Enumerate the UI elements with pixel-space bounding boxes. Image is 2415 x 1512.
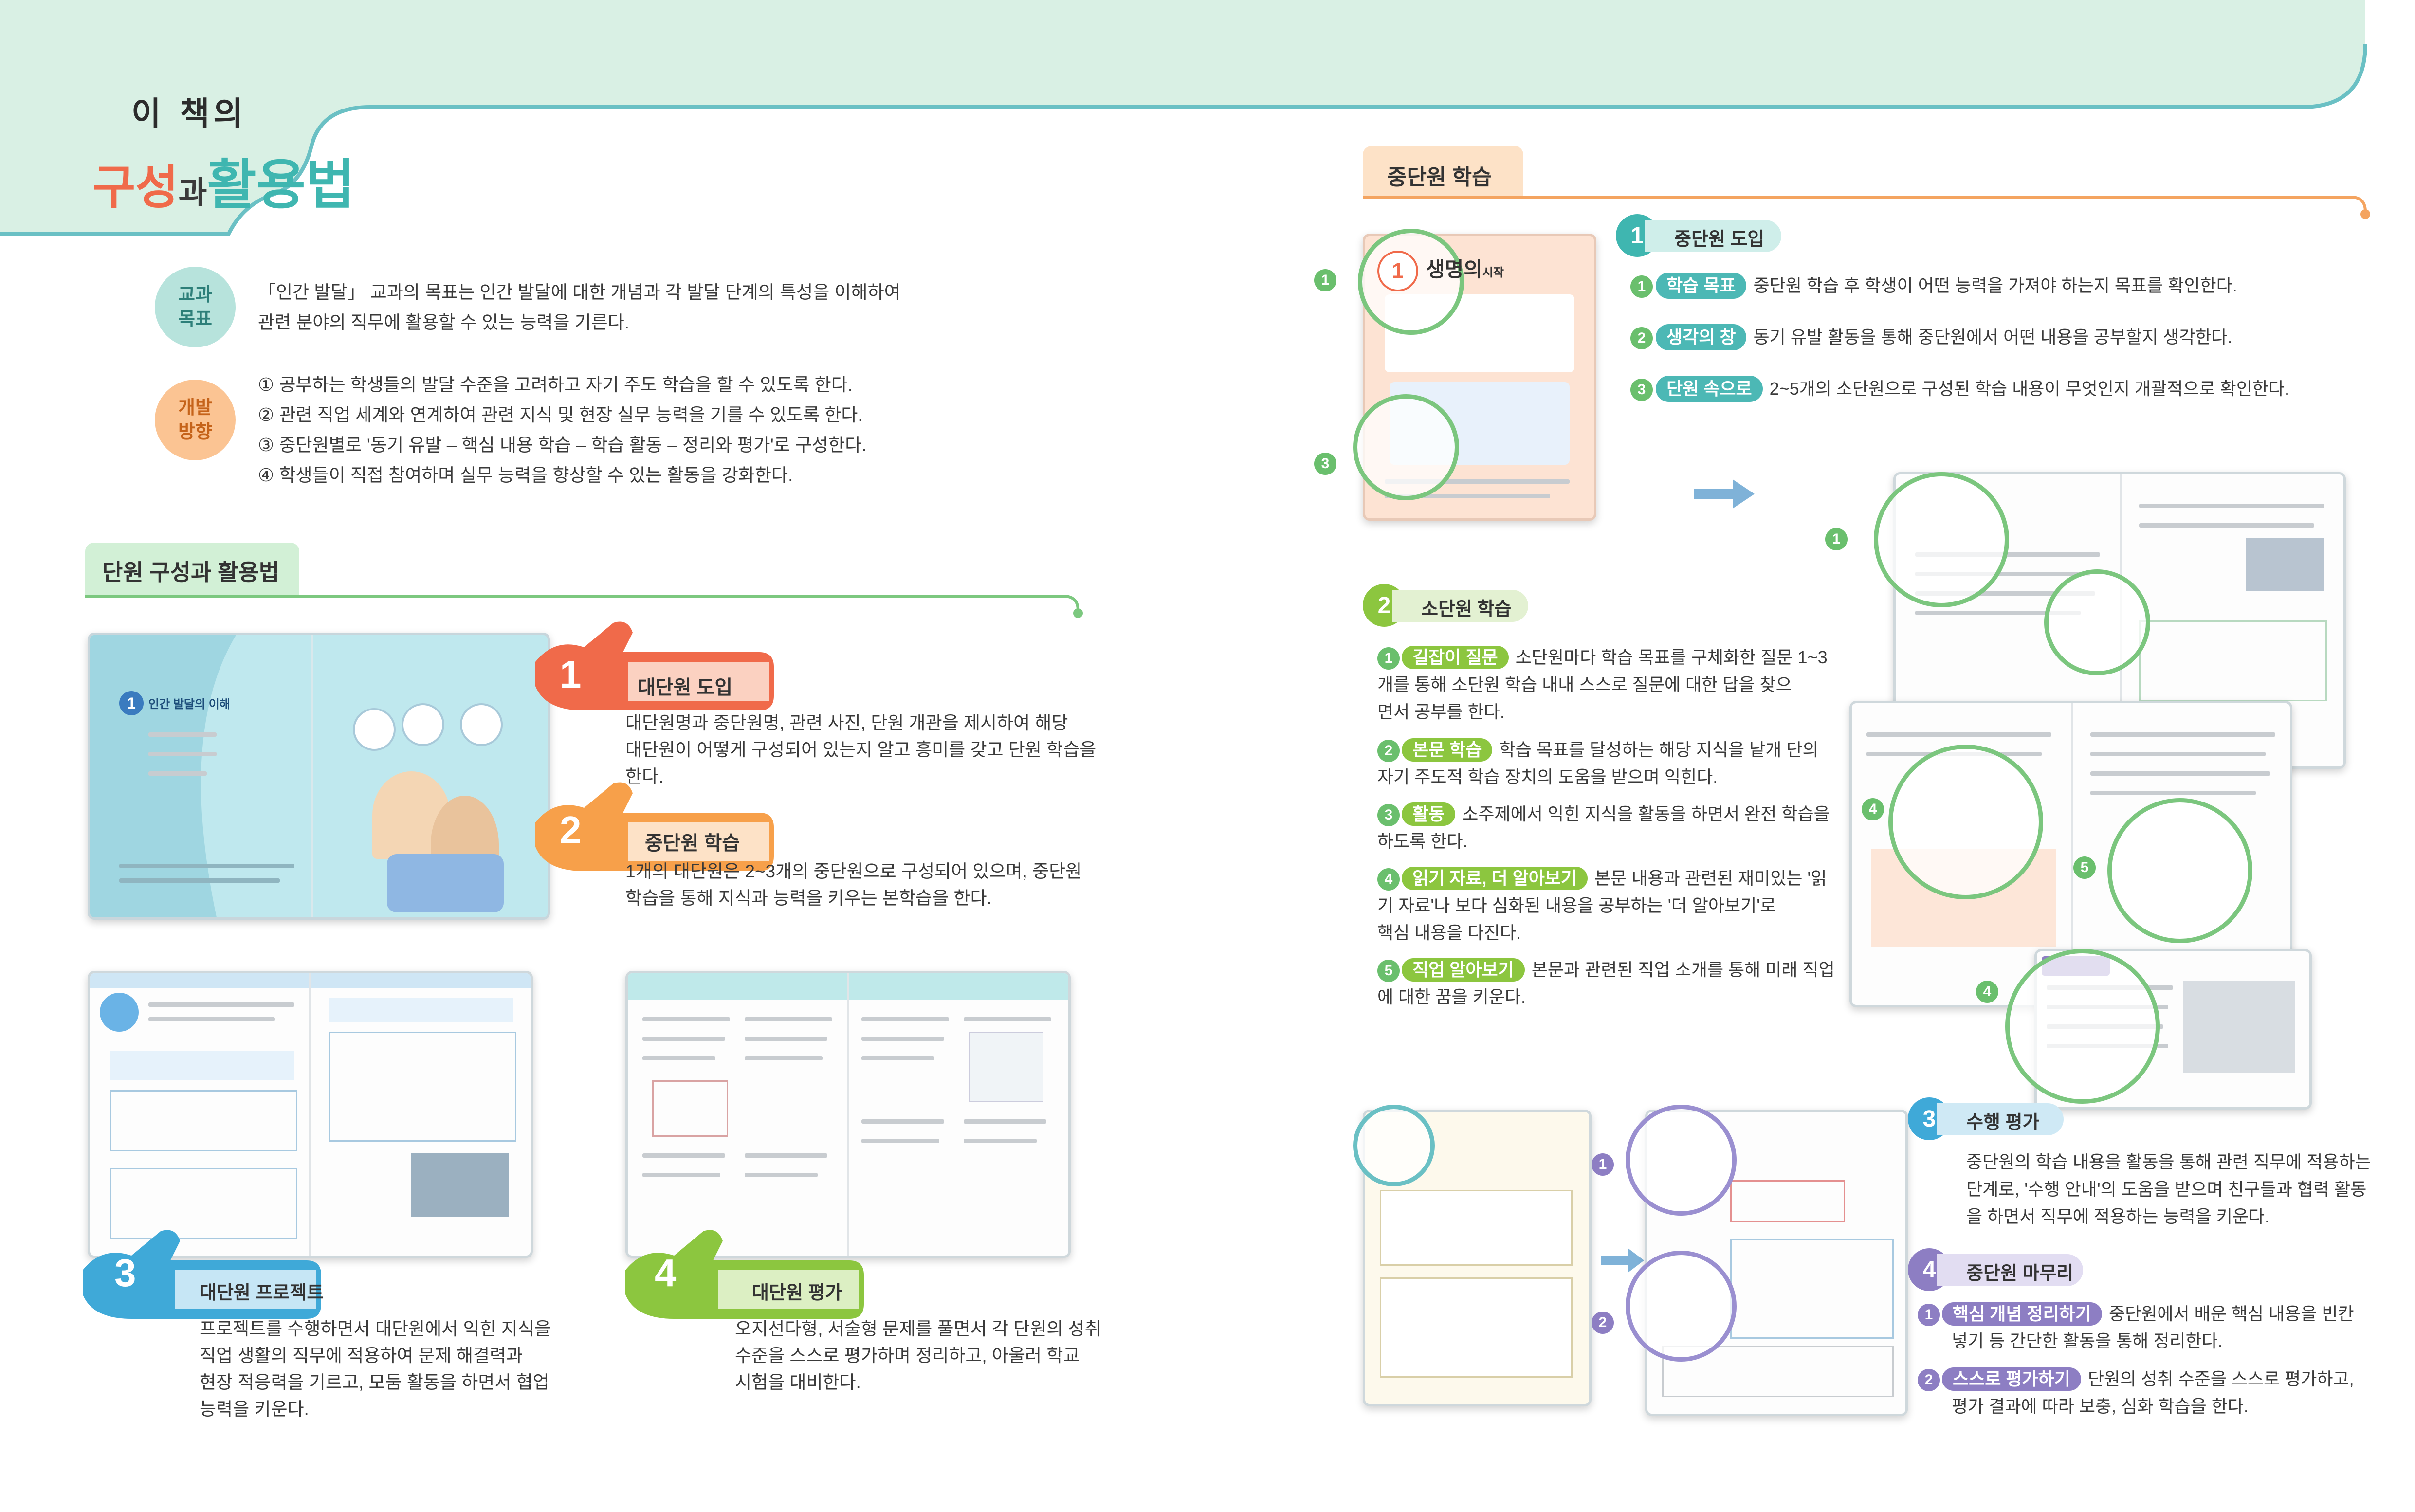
- thumb-project: [88, 971, 533, 1258]
- s4-title-bg: [1937, 1254, 2083, 1286]
- section-tab-left-label: 단원 구성과 활용법: [102, 560, 280, 585]
- direction-2: ② 관련 직업 세계와 연계하여 관련 지식 및 현장 실무 능력을 기를 수 …: [258, 405, 863, 425]
- s2-title: 소단원 학습: [1421, 599, 1512, 619]
- direction-4: ④ 학생들이 직접 참여하며 실무 능력을 향상할 수 있는 활동을 강화한다.: [258, 465, 793, 485]
- item3-desc-3: 현장 적응력을 기르고, 모둠 활동을 하면서 협업: [200, 1372, 549, 1392]
- item3-title: 대단원 프로젝트: [200, 1283, 324, 1303]
- lens-num-s2-5: 5: [2073, 856, 2096, 879]
- item2-number: 2: [560, 808, 582, 852]
- item1-desc-2: 대단원이 어떻게 구성되어 있는지 알고 흥미를 갖고 단원 학습을: [625, 740, 1097, 760]
- s1-title: 중단원 도입: [1674, 229, 1765, 250]
- item2-desc-2: 학습을 통해 지식과 능력을 키우는 본학습을 한다.: [625, 888, 992, 908]
- section-rule-right: [1363, 196, 2370, 219]
- item1-desc-3: 한다.: [625, 766, 664, 786]
- thumb-title: 생명의시작: [1426, 258, 1504, 281]
- title-small: 이 책의: [131, 95, 247, 132]
- item1-title: 대단원 도입: [638, 677, 733, 698]
- hand-icon-4: [625, 1230, 864, 1319]
- section-tab-right: [1363, 146, 1523, 197]
- s1-title-bg: [1645, 220, 1781, 252]
- item4-desc-1: 오지선다형, 서술형 문제를 풀면서 각 단원의 성취: [735, 1319, 1101, 1339]
- item2-desc-1: 1개의 대단원은 2~3개의 중단원으로 구성되어 있으며, 중단원: [625, 861, 1082, 881]
- item4-title: 대단원 평가: [752, 1283, 842, 1303]
- arrow-right-icon-2: [1601, 1248, 1644, 1273]
- item1-number: 1: [560, 653, 582, 696]
- goal-text-2: 관련 분야의 직무에 활용할 수 있는 능력을 기른다.: [258, 312, 630, 332]
- s4-title: 중단원 마무리: [1966, 1263, 2074, 1284]
- item3-desc-4: 능력을 키운다.: [200, 1399, 309, 1419]
- item4-number: 4: [655, 1251, 677, 1294]
- thumb-unit-opener: 1 인간 발달의 이해: [88, 633, 550, 920]
- s2-title-bg: [1392, 590, 1528, 622]
- lens-num-3: 3: [1314, 453, 1336, 475]
- lens-num-1: 1: [1314, 269, 1336, 291]
- item3-desc-2: 직업 생활의 직무에 적용하여 문제 해결력과: [200, 1346, 523, 1366]
- s3-text-3: 을 하면서 직무에 적용하는 능력을 키운다.: [1966, 1206, 2270, 1226]
- direction-3: ③ 중단원별로 '동기 유발 – 핵심 내용 학습 – 학습 활동 – 정리와 …: [258, 435, 867, 455]
- thumb-title-badge: 1: [1377, 251, 1418, 291]
- item2-title: 중단원 학습: [645, 833, 740, 854]
- goal-text-1: 「인간 발달」 교과의 목표는 인간 발달에 대한 개념과 각 발달 단계의 특…: [258, 282, 901, 302]
- lens-num-sum-2: 2: [1592, 1312, 1614, 1334]
- lens-s2-4b: [2005, 949, 2160, 1104]
- lens-summary-2: [1626, 1251, 1737, 1362]
- lens-summary-1: [1626, 1105, 1737, 1216]
- lens-num-sum-1: 1: [1592, 1153, 1614, 1176]
- s3-title-bg: [1937, 1103, 2064, 1135]
- item4-desc-3: 시험을 대비한다.: [735, 1372, 861, 1392]
- lens-s2-1: [1874, 472, 2009, 607]
- section-tab-left: [85, 543, 299, 596]
- section-tab-right-label: 중단원 학습: [1387, 165, 1492, 189]
- lens-num-s2-4: 4: [1862, 798, 1884, 820]
- lens-s2-4: [1888, 745, 2043, 899]
- item3-number: 3: [114, 1251, 136, 1294]
- header-band: [0, 0, 2367, 236]
- thumb-evaluation: [625, 971, 1071, 1258]
- lens-s2-5: [2107, 798, 2252, 943]
- page-title: 구성과활용법: [92, 154, 355, 216]
- s3-title: 수행 평가: [1966, 1112, 2040, 1133]
- item3-desc-1: 프로젝트를 수행하면서 대단원에서 익힌 지식을: [200, 1319, 551, 1339]
- hand-icon-2: [535, 782, 774, 871]
- s3-text-2: 단계로, '수행 안내'의 도움을 받으며 친구들과 협력 활동: [1966, 1179, 2367, 1199]
- lens-num-s2-4b: 4: [1976, 981, 1998, 1003]
- section-rule-left: [85, 595, 1083, 618]
- hand-icon-1: [535, 621, 774, 710]
- hand-icon-3: [83, 1230, 321, 1319]
- direction-1: ① 공부하는 학생들의 발달 수준을 고려하고 자기 주도 학습을 할 수 있도…: [258, 375, 853, 395]
- lens-s1-3: [1353, 394, 1459, 500]
- lens-perf: [1353, 1105, 1435, 1186]
- item4-desc-2: 수준을 스스로 평가하며 정리하고, 아울러 학교: [735, 1346, 1080, 1366]
- lens-num-s2-1: 1: [1825, 528, 1848, 550]
- item1-desc-1: 대단원명과 중단원명, 관련 사진, 단원 개관을 제시하여 해당: [625, 713, 1068, 733]
- thumb-performance: [1363, 1110, 1592, 1406]
- arrow-right-icon: [1694, 479, 1755, 509]
- lens-s2-3: [2044, 569, 2150, 675]
- s3-text-1: 중단원의 학습 내용을 활동을 통해 관련 직무에 적용하는: [1966, 1152, 2371, 1172]
